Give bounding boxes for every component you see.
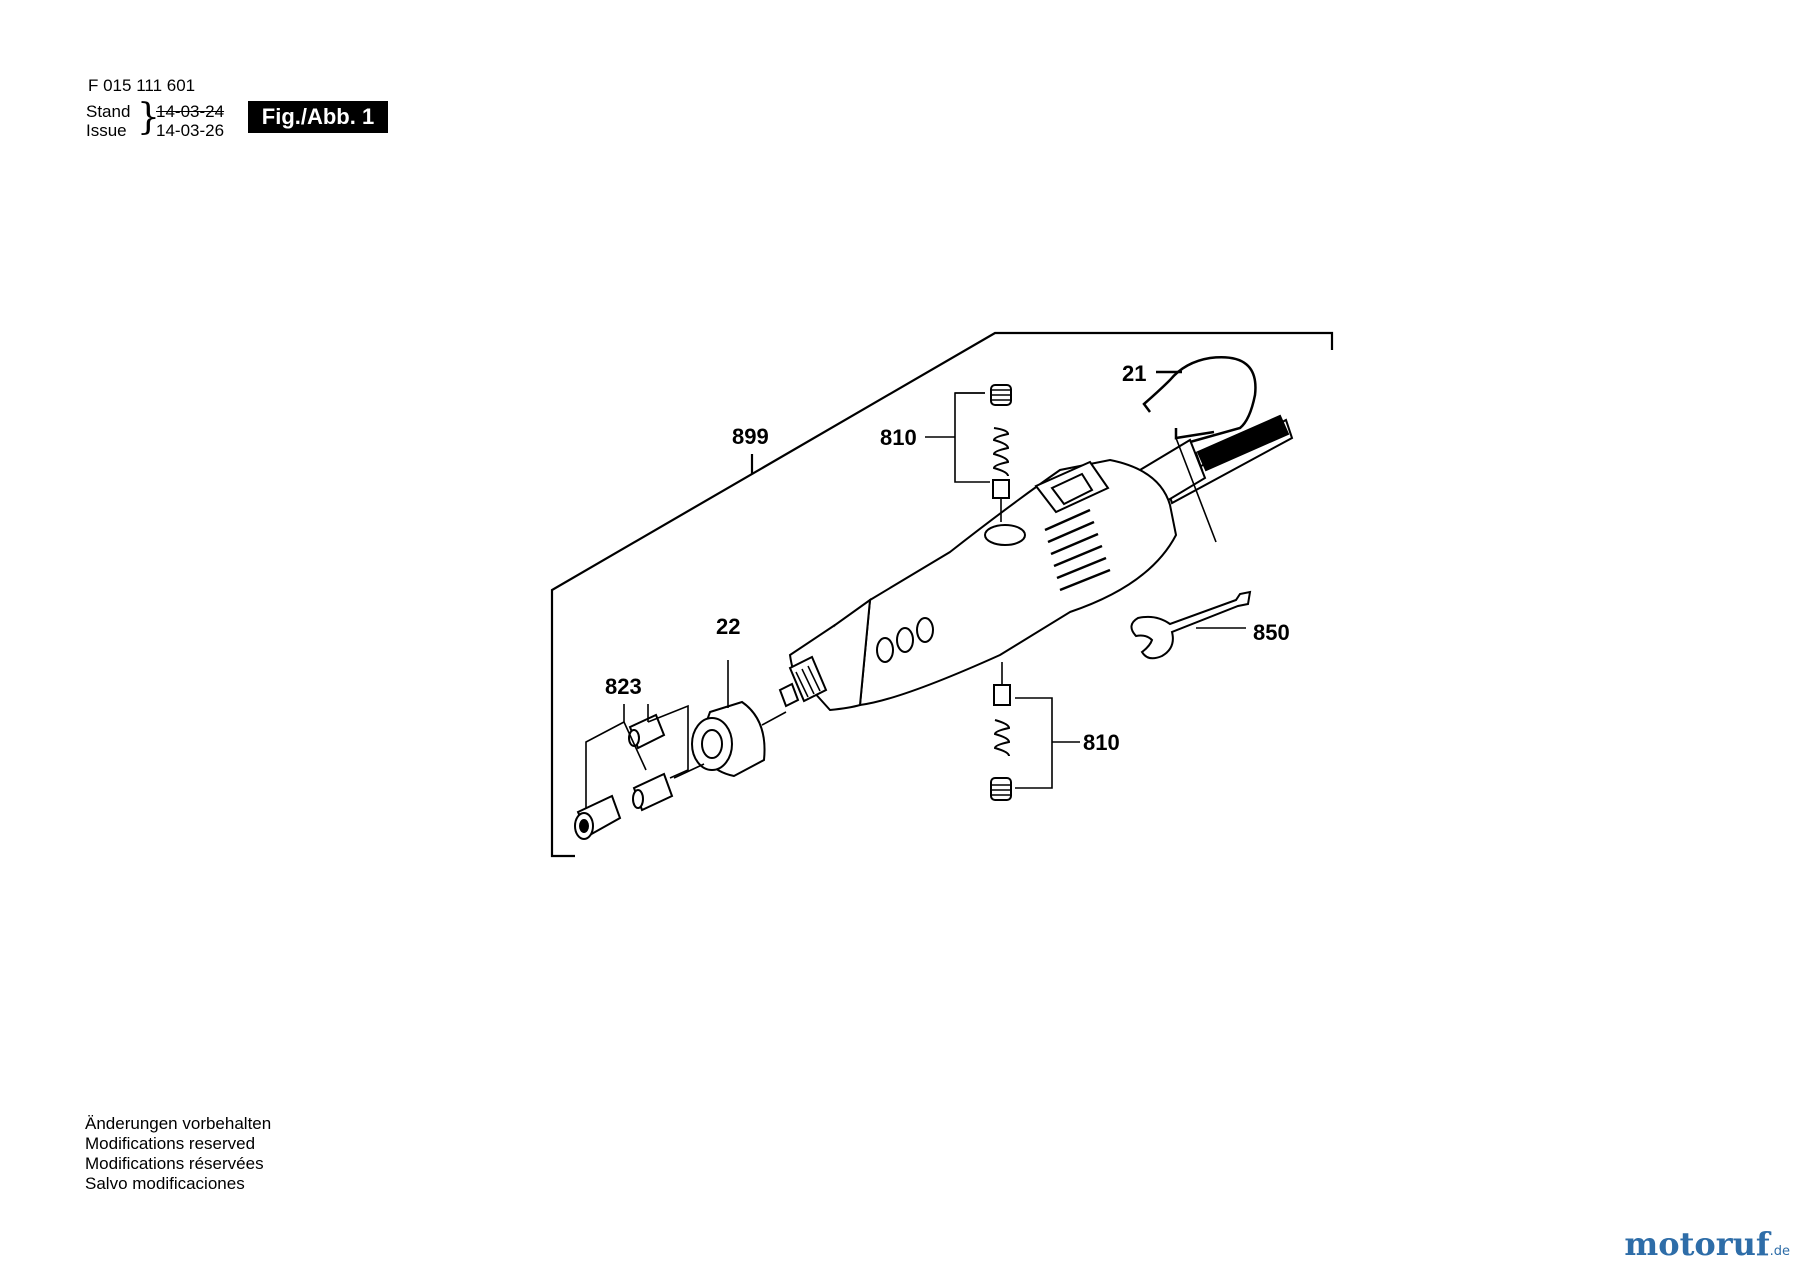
part-label-850: 850 [1253, 620, 1290, 645]
figure-badge: Fig./Abb. 1 [248, 101, 388, 133]
note-line: Modifications reserved [85, 1134, 256, 1153]
issue-label: Issue [86, 121, 127, 140]
stand-label: Stand [86, 102, 131, 121]
collet-nut-22 [691, 700, 766, 778]
modification-notes: Änderungen vorbehalten Modifications res… [85, 1114, 271, 1194]
spanner-wrench-850 [1130, 590, 1252, 660]
document-number: F 015 111 601 [88, 76, 196, 95]
superseded-date: 14-03-24 [156, 102, 225, 121]
note-line: Modifications réservées [85, 1154, 264, 1173]
collet-set-823 [574, 713, 674, 840]
assembly-bracket-899 [550, 331, 1334, 858]
date-brace: } [137, 97, 160, 138]
carbon-brush-bottom-810 [990, 684, 1012, 801]
note-line: Salvo modificaciones [85, 1174, 245, 1193]
hanger-clip-21 [1142, 356, 1257, 444]
part-label-810-bottom: 810 [1083, 730, 1120, 755]
watermark-logo: motoruf.de [1624, 1225, 1790, 1263]
rotary-tool-body [778, 414, 1294, 712]
current-date: 14-03-26 [156, 121, 225, 140]
note-line: Änderungen vorbehalten [85, 1114, 272, 1133]
part-label-899: 899 [732, 424, 769, 449]
watermark-tld: .de [1769, 1244, 1790, 1259]
part-label-810-top: 810 [880, 425, 917, 450]
part-label-22: 22 [716, 614, 740, 639]
carbon-brush-top-810 [990, 384, 1012, 499]
part-label-21: 21 [1122, 361, 1146, 386]
part-label-823: 823 [605, 674, 642, 699]
watermark-brand: motoruf [1624, 1225, 1770, 1263]
